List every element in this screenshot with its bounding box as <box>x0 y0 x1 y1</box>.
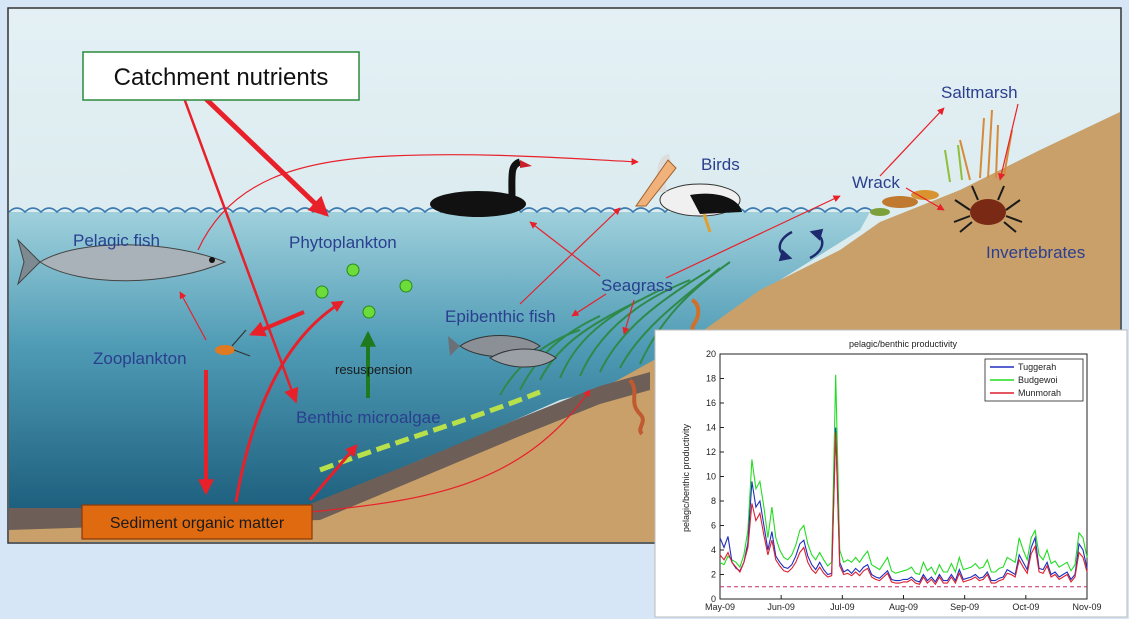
sediment-box <box>81 504 313 540</box>
circulation-icon <box>778 228 824 262</box>
y-tick-label: 14 <box>706 423 716 433</box>
arrow-seagrass-to-epibenthic <box>571 293 607 317</box>
zooplankton-label: Zooplankton <box>93 349 187 368</box>
arrow-fish-to-pelican <box>519 207 621 305</box>
arrow-sediment-to-phytoplankton <box>234 300 345 503</box>
crab-icon <box>953 185 1023 233</box>
sediment-organic-matter-label: Sediment organic matter <box>110 515 285 532</box>
phytoplankton-label: Phytoplankton <box>289 233 397 252</box>
arrow-catchment-to-benthic-microalgae <box>182 97 299 404</box>
arrow-saltmarsh-to-invertebrates <box>997 103 1019 181</box>
legend-label-munmorah: Munmorah <box>1018 388 1061 398</box>
sediment-layer <box>9 372 650 530</box>
x-axis-ticks: May-09 Jun-09 Jul-09 Aug-09 Sep-09 Oct-09 Nov-… <box>705 595 1102 612</box>
y-tick-label: 8 <box>711 496 716 506</box>
seagrass-label: Seagrass <box>601 276 673 295</box>
x-tick-label: Nov-09 <box>1072 602 1101 612</box>
series-line-tuggerah <box>719 427 1088 583</box>
y-tick-label: 20 <box>706 349 716 359</box>
y-tick-label: 12 <box>706 447 716 457</box>
water-body <box>9 212 870 510</box>
arrow-sediment-to-microalgae <box>308 444 358 501</box>
pelican-icon <box>635 153 742 233</box>
y-tick-label: 4 <box>711 545 716 555</box>
y-tick-label: 16 <box>706 398 716 408</box>
zooplankton-icon <box>215 329 251 357</box>
y-tick-label: 6 <box>711 521 716 531</box>
microalgae-mat <box>319 389 541 473</box>
arrow-zooplankton-to-fish <box>179 291 207 341</box>
invertebrates-label: Invertebrates <box>986 243 1085 262</box>
resuspension-label: resuspension <box>335 362 412 377</box>
arrow-fish-to-birds <box>197 154 639 251</box>
x-tick-label: May-09 <box>705 602 735 612</box>
epibenthic-fish-label: Epibenthic fish <box>445 307 556 326</box>
productivity-chart: pelagic/benthic productivity pelagic/ben… <box>654 329 1128 618</box>
series-lines <box>719 374 1088 586</box>
arrow-seagrass-to-benthos <box>622 299 635 335</box>
birds-label: Birds <box>701 155 740 174</box>
x-tick-label: Jul-09 <box>830 602 855 612</box>
legend-label-budgewoi: Budgewoi <box>1018 375 1058 385</box>
x-tick-label: Jun-09 <box>767 602 795 612</box>
epibenthic-fish-icon <box>448 335 557 368</box>
y-tick-label: 10 <box>706 472 716 482</box>
catchment-box <box>82 51 360 101</box>
y-tick-label: 0 <box>711 594 716 604</box>
y-tick-label: 2 <box>711 570 716 580</box>
benthic-microalgae-label: Benthic microalgae <box>296 408 441 427</box>
y-tick-label: 18 <box>706 374 716 384</box>
saltmarsh-label: Saltmarsh <box>941 83 1018 102</box>
seagrass-bed <box>499 261 731 396</box>
arrow-wrack-to-saltmarsh <box>879 107 945 177</box>
x-tick-label: Oct-09 <box>1012 602 1039 612</box>
swan-icon <box>430 158 532 217</box>
catchment-nutrients-label: Catchment nutrients <box>114 64 329 91</box>
pelagic-fish-icon <box>17 238 227 286</box>
x-tick-label: Sep-09 <box>950 602 979 612</box>
saltmarsh-plants <box>944 109 1013 183</box>
chart-ylabel: pelagic/benthic productivity <box>681 423 691 532</box>
arrow-catchment-to-phytoplankton <box>203 96 329 217</box>
legend: Tuggerah Budgewoi Munmorah <box>984 358 1084 402</box>
arrow-seagrass-to-swan <box>529 221 601 277</box>
arrow-seagrass-to-wrack <box>665 195 841 279</box>
series-line-munmorah <box>719 432 1088 586</box>
arrow-wrack-to-invertebrates <box>905 187 945 211</box>
worm-icon <box>628 378 645 436</box>
y-axis-ticks: 0 2 4 6 8 10 12 14 16 18 20 <box>706 349 724 604</box>
chart-title: pelagic/benthic productivity <box>849 339 958 349</box>
arrow-sediment-to-seagrass <box>311 389 591 513</box>
series-line-budgewoi <box>719 374 1088 576</box>
legend-label-tuggerah: Tuggerah <box>1018 362 1056 372</box>
flow-arrows <box>179 96 1019 513</box>
pelagic-fish-label: Pelagic fish <box>73 231 160 250</box>
x-tick-label: Aug-09 <box>889 602 918 612</box>
arrow-phytoplankton-to-zooplankton <box>249 310 305 337</box>
wrack-pile <box>870 190 939 216</box>
phytoplankton-cells <box>315 263 413 319</box>
wrack-label: Wrack <box>852 173 900 192</box>
